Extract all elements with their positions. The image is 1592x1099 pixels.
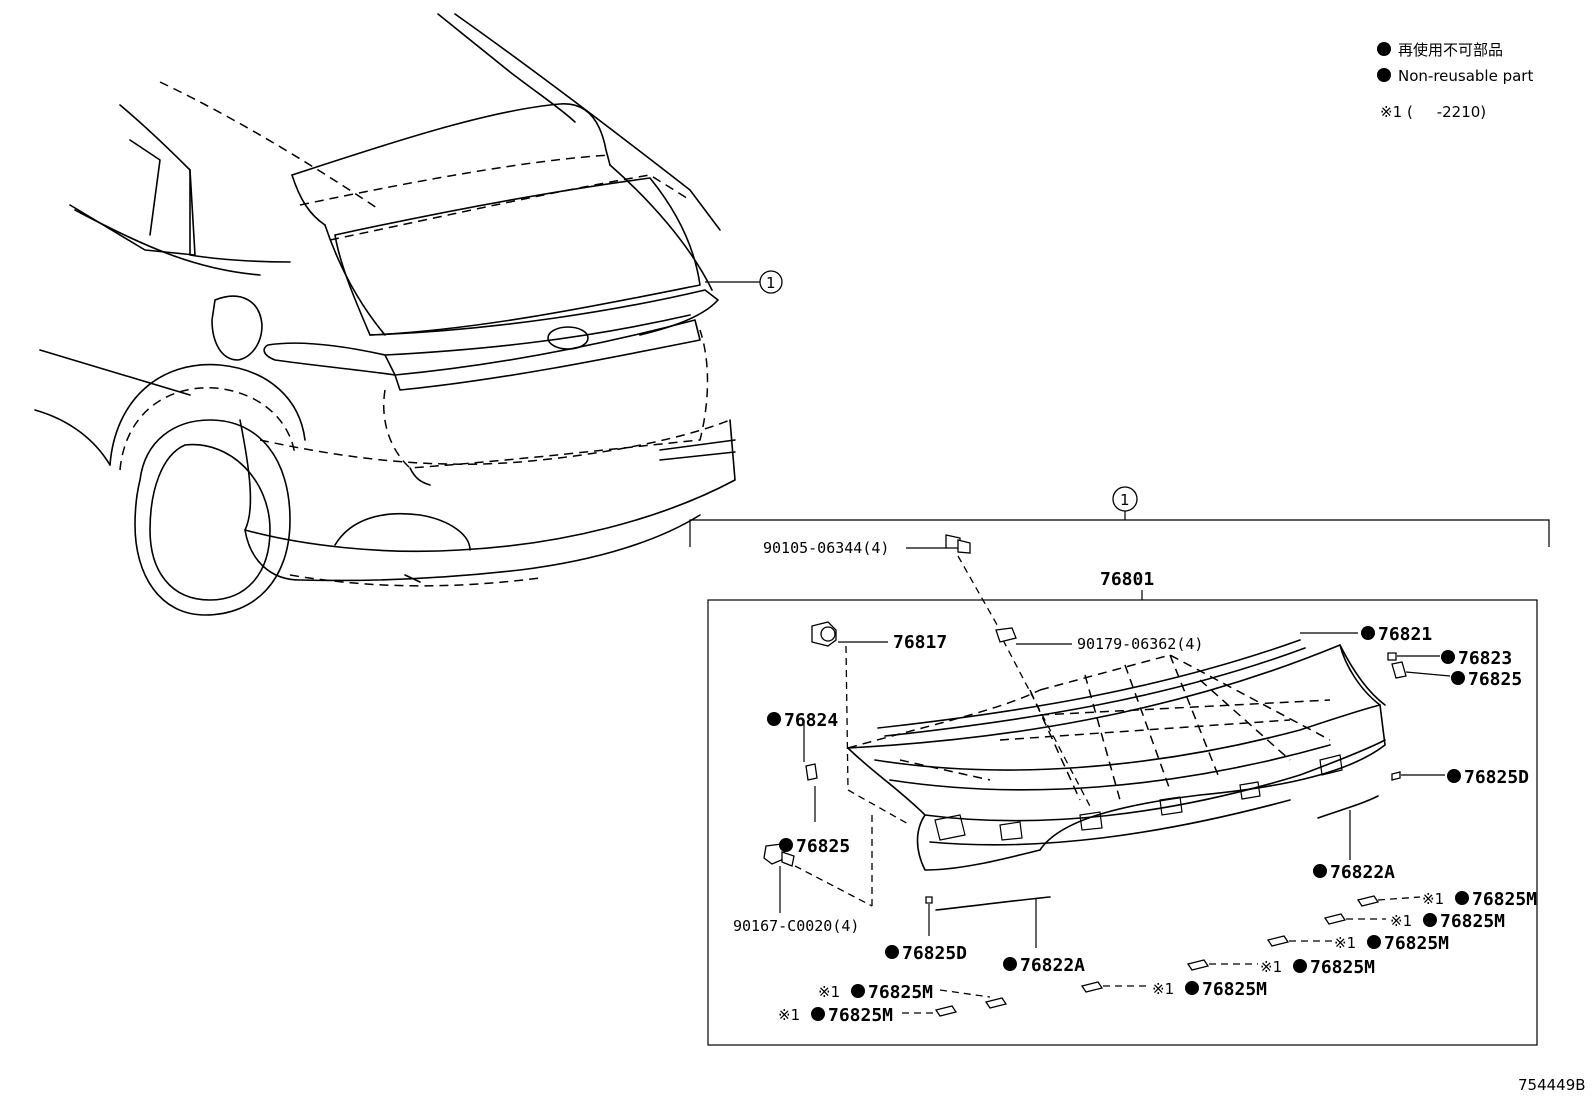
vehicle-rear-view: 1 (34, 13, 783, 616)
callout-circle-top (759, 270, 783, 294)
legend-en-text: Non-reusable part (1398, 67, 1533, 85)
label-76825M-3: 76825M (1384, 933, 1449, 954)
nonreusable-dot-76825-left (779, 838, 793, 852)
nonreusable-dot-76822A-right (1313, 864, 1327, 878)
legend-jp-text: 再使用不可部品 (1398, 41, 1503, 59)
label-76825M-1: 76825M (1472, 889, 1537, 910)
label-76822A-right: 76822A (1330, 862, 1395, 883)
nonreusable-dot-m5 (1185, 981, 1199, 995)
nonreusable-dot-76825-right (1451, 671, 1465, 685)
fasteners (763, 534, 1451, 948)
mark-m3: ※1 (1334, 934, 1356, 952)
label-76825M-7: 76825M (828, 1005, 893, 1026)
nonreusable-dot-76825D-right (1447, 769, 1461, 783)
part-labels: 90105-06344(4) 76801 76817 90179-06362(4… (733, 539, 1537, 1026)
nonreusable-dot-76824 (767, 712, 781, 726)
label-76823: 76823 (1458, 648, 1512, 669)
label-76825M-4: 76825M (1310, 957, 1375, 978)
label-76825-left: 76825 (796, 836, 850, 857)
nonreusable-dot-m2 (1423, 913, 1437, 927)
label-76825-right: 76825 (1468, 669, 1522, 690)
nonreusable-dot-m7 (811, 1007, 825, 1021)
nonreusable-dot-76821 (1361, 626, 1375, 640)
spoiler-illustration (847, 639, 1386, 871)
mark-m2: ※1 (1390, 912, 1412, 930)
nonreusable-dot-m6 (851, 984, 865, 998)
label-76822A-left: 76822A (1020, 955, 1085, 976)
nonreusable-dot-76825D-left (885, 945, 899, 959)
nonreusable-dot-76822A-left (1003, 957, 1017, 971)
label-76825D-left: 76825D (902, 943, 967, 964)
component-box (707, 599, 1538, 1046)
legend: 再使用不可部品 Non-reusable part ※1 ( -2210) (1377, 41, 1533, 121)
pads-76825M (902, 895, 1421, 1017)
label-90167-C0020: 90167-C0020(4) (733, 917, 859, 935)
label-76817: 76817 (893, 632, 947, 653)
label-76821: 76821 (1378, 624, 1432, 645)
label-76824: 76824 (784, 710, 838, 731)
label-76825M-5: 76825M (1202, 979, 1267, 1000)
label-76825D-right: 76825D (1464, 767, 1529, 788)
assembly-bracket: 1 (689, 486, 1550, 547)
label-76825M-6: 76825M (868, 982, 933, 1003)
nonreusable-dot-76823 (1441, 650, 1455, 664)
label-76801: 76801 (1100, 569, 1154, 590)
mark-m4: ※1 (1260, 958, 1282, 976)
callout-label-top: 1 (766, 274, 776, 292)
legend-note-mark: ※1 (1380, 103, 1402, 121)
nonreusable-dot-m3 (1367, 935, 1381, 949)
label-90105-06344: 90105-06344(4) (763, 539, 889, 557)
diagram-id: 754449B (1518, 1076, 1586, 1094)
legend-bullet-jp (1377, 42, 1391, 56)
nonreusable-dot-m4 (1293, 959, 1307, 973)
mark-m6: ※1 (818, 983, 840, 1001)
callout-circle-assembly (1112, 486, 1138, 512)
mark-m1: ※1 (1422, 890, 1444, 908)
mark-m7: ※1 (778, 1006, 800, 1024)
nonreusable-dot-m1 (1455, 891, 1469, 905)
legend-bullet-en (1377, 68, 1391, 82)
label-76825M-2: 76825M (1440, 911, 1505, 932)
legend-note-text: ( -2210) (1407, 103, 1486, 121)
callout-label-assembly: 1 (1120, 491, 1130, 509)
label-90179-06362: 90179-06362(4) (1077, 635, 1203, 653)
mark-m5: ※1 (1152, 980, 1174, 998)
